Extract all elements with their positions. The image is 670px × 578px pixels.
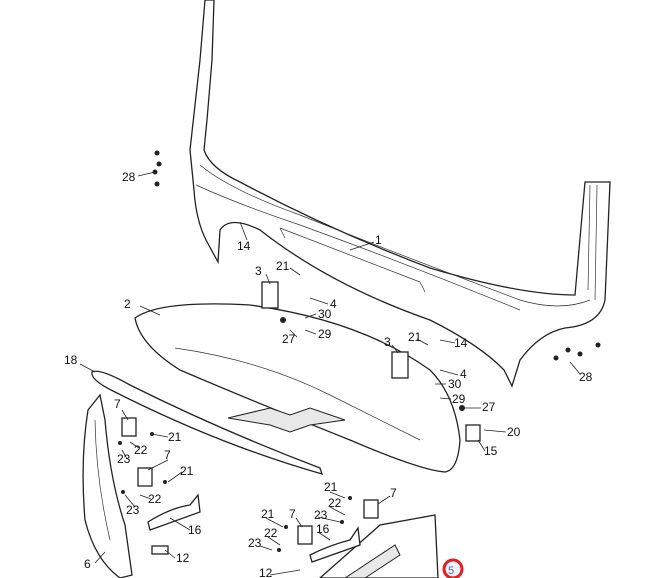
callout: 28 [579, 370, 593, 384]
molding-strip [91, 370, 324, 475]
callout: 21 [180, 464, 194, 478]
hardware [118, 150, 601, 563]
callout: 1 [375, 233, 382, 247]
callout: 21 [168, 430, 182, 444]
callout: 21 [276, 259, 290, 273]
leader-lines [79, 171, 581, 576]
callout: 16 [188, 523, 202, 537]
callout: 2 [124, 297, 131, 311]
marker-ring [442, 558, 464, 578]
callout: 30 [318, 307, 332, 321]
callout: 22 [134, 443, 148, 457]
callout: 6 [84, 557, 91, 571]
callout: 29 [318, 327, 332, 341]
callout: 27 [282, 332, 296, 346]
callout: 21 [324, 480, 338, 494]
callout: 14 [454, 336, 468, 350]
callout: 21 [408, 330, 422, 344]
callout: 22 [328, 496, 342, 510]
liftgate-panel [189, 0, 611, 388]
callout: 23 [126, 503, 140, 517]
callout-labels: 28 14 1 3 21 4 30 27 29 2 14 3 21 4 30 2… [64, 170, 593, 578]
callout: 29 [452, 392, 466, 406]
callout: 21 [261, 507, 275, 521]
callout: 4 [330, 297, 337, 311]
callout: 12 [259, 566, 273, 578]
callout: 23 [117, 452, 131, 466]
callout: 18 [64, 353, 78, 367]
callout: 7 [390, 486, 397, 500]
callout: 3 [255, 264, 262, 278]
page-marker-label: 5 [448, 565, 454, 577]
callout: 7 [114, 397, 121, 411]
callout: 27 [482, 400, 496, 414]
callout: 7 [164, 448, 171, 462]
callout: 7 [289, 507, 296, 521]
callout: 12 [176, 551, 190, 565]
callout: 23 [248, 536, 262, 550]
page-marker-5[interactable]: 5 [442, 558, 464, 578]
callout: 23 [314, 508, 328, 522]
callout: 28 [122, 170, 136, 184]
callout: 30 [448, 377, 462, 391]
callout: 20 [507, 425, 521, 439]
callout: 15 [484, 444, 498, 458]
callout: 4 [460, 367, 467, 381]
spoiler [134, 303, 461, 473]
left-lamp [82, 393, 133, 578]
callout: 3 [384, 335, 391, 349]
callout: 14 [237, 239, 251, 253]
callout: 16 [316, 522, 330, 536]
callout: 22 [264, 526, 278, 540]
callout: 22 [148, 492, 162, 506]
